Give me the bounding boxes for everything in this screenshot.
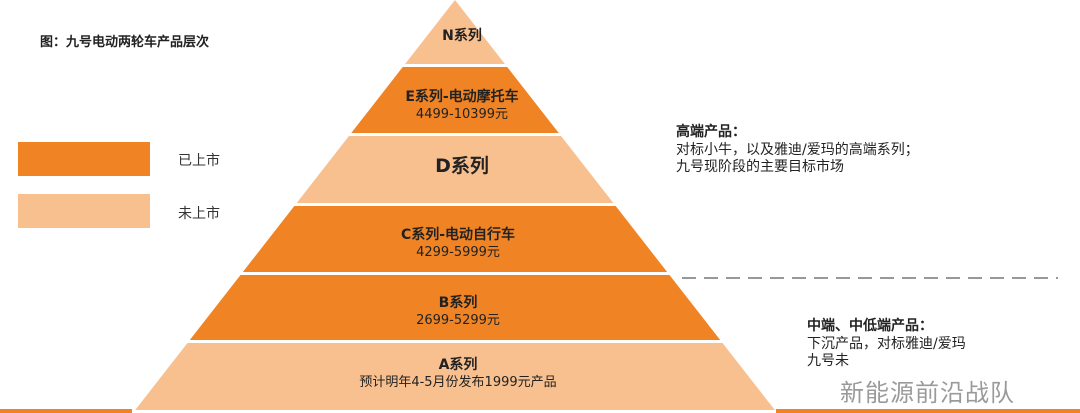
band-a-plan: 预计明年4-5月份发布1999元产品: [359, 374, 557, 390]
band-a-text: A系列预计明年4-5月份发布1999元产品: [258, 357, 658, 391]
band-a-name: A系列: [438, 357, 478, 373]
band-b-name: B系列: [438, 295, 478, 311]
pyramid-band: [135, 343, 775, 410]
band-n-text: N系列: [262, 28, 662, 46]
band-d-name: D系列: [435, 155, 489, 177]
band-b-price: 2699-5299元: [416, 312, 500, 328]
legend-swatch-launched: [18, 142, 150, 176]
band-e-name: E系列-电动摩托车: [405, 89, 519, 105]
watermark: 新能源前沿战队: [840, 379, 1015, 407]
pyramid-band: [351, 67, 559, 133]
figure-title: 图：九号电动两轮车产品层次: [40, 35, 210, 50]
baseline-left: [0, 409, 132, 413]
legend-label-unlaunched: 未上市: [178, 206, 220, 222]
pyramid-band: [189, 275, 721, 340]
note-mid-line2: 九号未: [807, 353, 849, 369]
note-mid-line1: 下沉产品，对标雅迪/爱玛: [807, 335, 966, 352]
legend-swatch-unlaunched: [18, 194, 150, 228]
note-mid-heading: 中端、中低端产品：: [807, 318, 933, 334]
band-c-name: C系列-电动自行车: [400, 227, 516, 243]
note-high-heading: 高端产品：: [676, 124, 746, 140]
legend-label-launched: 已上市: [178, 153, 220, 169]
baseline-right: [776, 409, 1080, 413]
pyramid-band: [242, 206, 668, 272]
note-high-end: 高端产品： 对标小牛，以及雅迪/爱玛的高端系列； 九号现阶段的主要目标市场: [676, 124, 919, 177]
note-high-line2: 九号现阶段的主要目标市场: [676, 159, 844, 175]
note-mid-end: 中端、中低端产品： 下沉产品，对标雅迪/爱玛 九号未: [807, 318, 966, 371]
band-d-text: D系列: [262, 155, 662, 179]
note-high-line1: 对标小牛，以及雅迪/爱玛的高端系列；: [676, 141, 919, 158]
pyramid-band: [405, 0, 505, 64]
band-n-name: N系列: [442, 28, 482, 44]
band-e-price: 4499-10399元: [415, 106, 509, 122]
band-c-price: 4299-5999元: [416, 244, 500, 260]
pyramid-band: [296, 136, 614, 203]
